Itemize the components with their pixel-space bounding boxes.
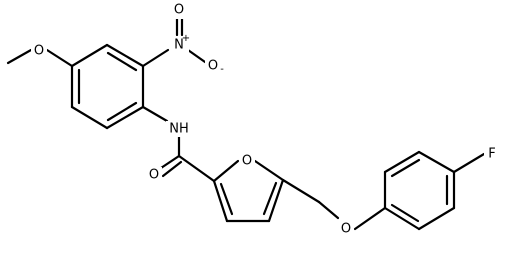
amide-nh-label: NH [169, 122, 189, 137]
furan-double-bond-1 [262, 181, 278, 216]
fluorine-bond [452, 152, 486, 174]
fluorophenyl-bond-6 [383, 206, 421, 231]
benzene-bond-5 [70, 105, 109, 130]
benzene-bond-4 [105, 105, 145, 130]
nitro-oxygen-right-charge-label: - [220, 64, 224, 75]
benzene-double-bond-1 [106, 51, 138, 72]
carbonyl-oxygen-label: O [149, 168, 159, 183]
furan-bond-1 [212, 159, 240, 183]
benzene-double-bond-2 [106, 101, 138, 122]
fluorophenyl-bond-2 [383, 150, 421, 174]
fluorophenyl-bond-5 [417, 206, 456, 231]
ether-oxygen-label: O [341, 222, 351, 237]
amide-furan-bond [177, 154, 216, 183]
furan-double-bond-2 [219, 182, 234, 216]
furan-methylene-bond [281, 178, 321, 204]
benzene-bond-1 [70, 43, 109, 68]
benzene-bond-2 [105, 43, 145, 68]
methylene-oxygen-bond [317, 200, 340, 220]
furan-bond-5 [212, 179, 229, 223]
methoxy-bond [45, 48, 74, 68]
aryl-amide-bond [141, 105, 169, 123]
furan-oxygen-label: O [242, 154, 252, 169]
nitro-oxygen-right-label: O [208, 59, 218, 74]
furan-bond-2 [253, 159, 285, 182]
oxygen-aryl-bond [353, 206, 387, 231]
carbonyl-bond-b [161, 160, 183, 178]
fluorophenyl-double-bond-3 [390, 203, 420, 223]
nitro-attachment-bond [141, 48, 170, 68]
nitro-oxygen-top-label: O [174, 3, 184, 18]
methoxy-oxygen-label: O [34, 44, 44, 59]
fluorophenyl-double-bond-1 [390, 158, 421, 178]
furan-bond-3 [267, 178, 285, 223]
fluorine-label: F [488, 147, 495, 162]
nitro-bond-right [186, 48, 207, 64]
nitro-nitrogen-charge-label: + [182, 33, 190, 44]
nitro-nitrogen-label: N [174, 38, 184, 53]
methyl-bond [6, 48, 33, 65]
fluorophenyl-bond-3 [417, 150, 456, 174]
